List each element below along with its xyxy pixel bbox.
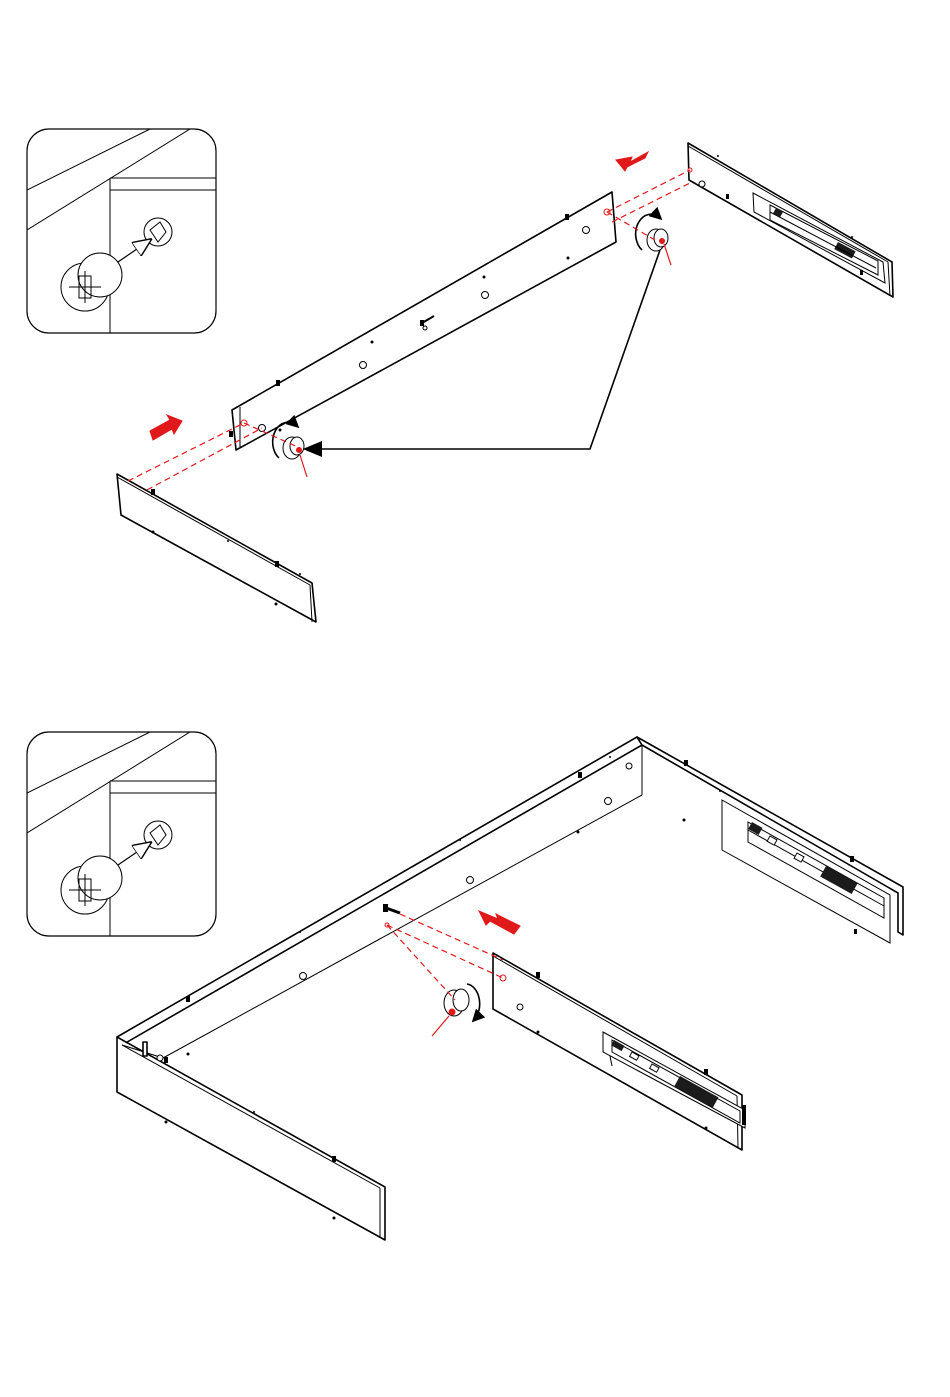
inset-detail-1 — [27, 129, 216, 333]
right-side-panel-with-drawer-slide — [688, 143, 893, 297]
arrow-into-back-icon — [479, 911, 520, 934]
step-2 — [27, 732, 903, 1240]
step-1 — [27, 129, 893, 622]
alignment-lines-step2 — [387, 914, 503, 1000]
inner-side-panel-with-drawer-slide — [493, 953, 746, 1150]
inset-detail-2 — [27, 732, 216, 936]
cam-lock-icon — [432, 984, 480, 1036]
arrow-into-left-icon — [150, 415, 182, 440]
left-side-panel — [117, 474, 316, 622]
arrow-into-right-icon — [616, 152, 648, 171]
cam-lock-left-icon — [273, 422, 307, 477]
cam-bolt-icon — [383, 904, 400, 927]
